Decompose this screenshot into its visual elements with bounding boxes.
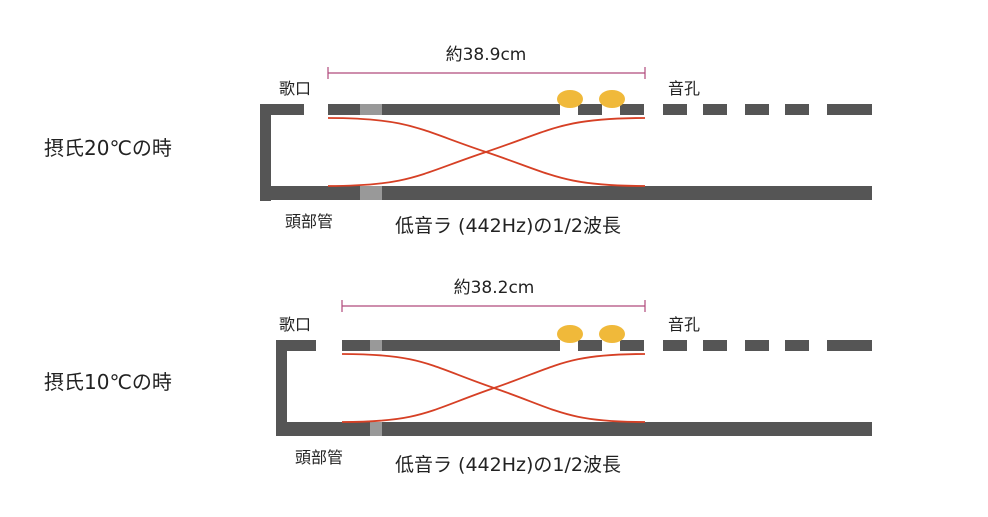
tube-dash	[703, 340, 727, 351]
tube-dash	[785, 104, 809, 115]
key-icon	[557, 325, 583, 343]
tube-top-wall	[620, 340, 644, 351]
headjoint-label: 頭部管	[285, 212, 333, 231]
tube-top-wall	[620, 104, 644, 115]
key-icon	[599, 325, 625, 343]
temperature-label: 摂氏20℃の時	[44, 136, 172, 160]
tone-hole-label: 音孔	[668, 315, 700, 334]
tube-top-wall	[578, 104, 602, 115]
standing-wave-curve	[341, 353, 646, 423]
key-icon	[557, 90, 583, 108]
tube-top-wall	[578, 340, 602, 351]
headjoint-end-wall	[260, 104, 271, 201]
tube-bottom-wall	[276, 422, 872, 436]
headjoint-cap-top	[260, 104, 304, 115]
tube-dash	[745, 104, 769, 115]
tube-dash	[663, 340, 687, 351]
tube-dash	[663, 104, 687, 115]
tube-dash	[745, 340, 769, 351]
measure-label: 約38.9cm	[446, 45, 527, 65]
diagram-20c: 約38.9cm 歌口 音孔 頭部管 低音ラ (442Hz)の1/2波長 摂氏20…	[44, 45, 872, 237]
tube-dash	[827, 340, 872, 351]
key-icon	[599, 90, 625, 108]
wave-caption: 低音ラ (442Hz)の1/2波長	[395, 454, 621, 476]
tube-dash	[827, 104, 872, 115]
tube-bottom-wall	[260, 186, 872, 200]
headjoint-label: 頭部管	[295, 448, 343, 467]
tube-dash	[785, 340, 809, 351]
joint-marker	[370, 340, 382, 351]
headjoint-end-wall	[276, 340, 287, 436]
temperature-label: 摂氏10℃の時	[44, 370, 172, 394]
joint-marker	[370, 422, 382, 436]
measure-label: 約38.2cm	[454, 278, 535, 298]
headjoint-cap-top	[276, 340, 316, 351]
wave-caption: 低音ラ (442Hz)の1/2波長	[395, 215, 621, 237]
tone-hole-label: 音孔	[668, 79, 700, 98]
tube-top-wall	[342, 340, 560, 351]
tube-top-wall	[328, 104, 560, 115]
embouchure-label: 歌口	[279, 315, 311, 334]
joint-marker	[360, 186, 382, 200]
joint-marker	[360, 104, 382, 115]
standing-wave-curve	[327, 117, 646, 187]
diagram-10c: 約38.2cm 歌口 音孔 頭部管 低音ラ (442Hz)の1/2波長 摂氏10…	[44, 278, 872, 476]
tube-dash	[703, 104, 727, 115]
embouchure-label: 歌口	[279, 79, 311, 98]
